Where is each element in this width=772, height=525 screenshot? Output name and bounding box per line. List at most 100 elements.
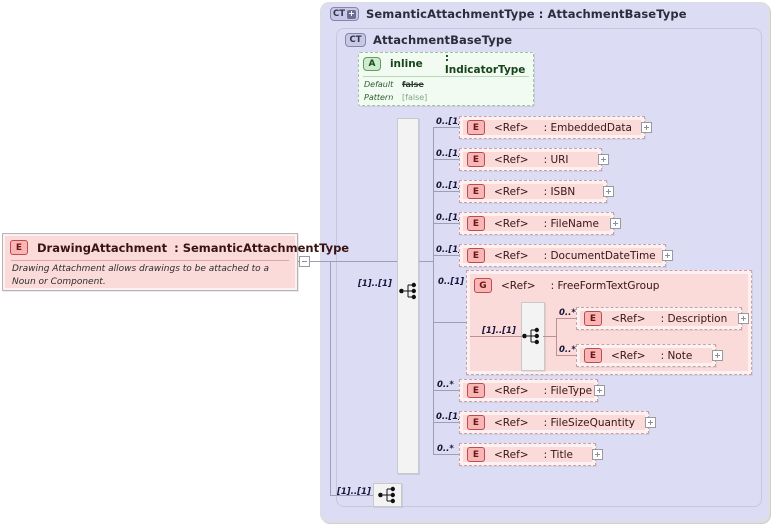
row-line-filename [433, 223, 459, 224]
element-ref-label: <Ref> [494, 416, 529, 429]
element-ref-label: <Ref> [494, 121, 529, 134]
expander-filename[interactable] [610, 218, 621, 229]
group-row-inner: G <Ref> : FreeFormTextGroup [1]..[1] 0..… [470, 274, 749, 371]
element-icon: E [584, 311, 602, 326]
element-row-filesizequantity-inner: E <Ref> : FileSizeQuantity [463, 415, 645, 430]
expander-filesizequantity[interactable] [645, 417, 656, 428]
sequence-out-line [419, 261, 434, 262]
element-row-note[interactable]: E <Ref> : Note [576, 344, 716, 367]
root-element-separator [11, 260, 289, 261]
main-sequence-cardinality: [1]..[1] [358, 279, 392, 289]
complex-type-outer-title: SemanticAttachmentType : AttachmentBaseT… [366, 7, 687, 21]
element-row-description-inner: E <Ref> : Description [580, 311, 738, 326]
element-icon: E [467, 415, 485, 430]
cardinality-documentdatetime: 0..[1] [436, 245, 463, 255]
element-type-label: : Title [543, 448, 573, 461]
element-type-label: : Description [660, 312, 728, 325]
group-sequence-entry-line [470, 336, 522, 337]
row-line-isbn [433, 191, 459, 192]
attribute-type: : IndicatorType [444, 52, 526, 76]
expander-isbn[interactable] [603, 186, 614, 197]
element-ref-label: <Ref> [494, 448, 529, 461]
element-row-filename[interactable]: E <Ref> : FileName [459, 212, 614, 235]
root-collapse-toggle[interactable] [299, 256, 310, 267]
element-row-filetype-inner: E <Ref> : FileType [463, 383, 594, 398]
element-type-label: : FileType [543, 384, 593, 397]
bottom-sequence-cardinality: [1]..[1] [337, 487, 371, 497]
element-row-embeddeddata-inner: E <Ref> : EmbeddedData [463, 120, 641, 135]
root-element-name: DrawingAttachment [37, 240, 168, 255]
element-row-description[interactable]: E <Ref> : Description [576, 307, 742, 330]
complex-type-expand-icon[interactable]: CT+ [330, 7, 359, 21]
element-ref-label: <Ref> [494, 153, 529, 166]
row-line-filetype [433, 390, 459, 391]
element-row-documentdatetime[interactable]: E <Ref> : DocumentDateTime [459, 244, 666, 267]
complex-type-inner-header: CT AttachmentBaseType [345, 31, 512, 49]
element-row-title-inner: E <Ref> : Title [463, 447, 592, 462]
expander-note[interactable] [712, 350, 723, 361]
expander-uri[interactable] [598, 154, 609, 165]
element-icon: E [584, 348, 602, 363]
element-type-label: : FileName [543, 217, 600, 230]
expander-documentdatetime[interactable] [662, 250, 673, 261]
element-row-isbn-inner: E <Ref> : ISBN [463, 184, 603, 199]
element-type-label: : DocumentDateTime [543, 249, 656, 262]
cardinality-embeddeddata: 0..[1] [436, 117, 463, 127]
sequence-compositor-icon [522, 327, 539, 345]
element-ref-label: <Ref> [494, 249, 529, 262]
complex-type-badge-label: CT [332, 8, 346, 19]
bottom-branch-vertical [330, 261, 331, 495]
element-ref-label: <Ref> [611, 312, 646, 325]
expander-title[interactable] [592, 449, 603, 460]
row-line-uri [433, 159, 459, 160]
group-sequence-cardinality: [1]..[1] [482, 326, 516, 336]
group-row-freeformtextgroup[interactable]: G <Ref> : FreeFormTextGroup [1]..[1] 0..… [466, 270, 752, 375]
facet-row-pattern: Pattern [false] [364, 92, 530, 105]
row-line-freeformtextgroup [433, 322, 466, 323]
element-icon: E [467, 184, 485, 199]
element-ref-label: <Ref> [494, 217, 529, 230]
group-header: G <Ref> : FreeFormTextGroup [474, 278, 659, 293]
expander-filetype[interactable] [594, 385, 605, 396]
element-icon: E [467, 216, 485, 231]
element-icon: E [467, 248, 485, 263]
element-row-filesizequantity[interactable]: E <Ref> : FileSizeQuantity [459, 411, 649, 434]
facet-key-pattern: Pattern [364, 92, 394, 102]
element-row-filename-inner: E <Ref> : FileName [463, 216, 610, 231]
expander-description[interactable] [738, 313, 749, 324]
element-row-embeddeddata[interactable]: E <Ref> : EmbeddedData [459, 116, 645, 139]
complex-type-inner-icon[interactable]: CT [345, 33, 366, 47]
cardinality-isbn: 0..[1] [436, 181, 463, 191]
expander-embeddeddata[interactable] [641, 122, 652, 133]
cardinality-filesizequantity: 0..[1] [436, 412, 463, 422]
element-row-title[interactable]: E <Ref> : Title [459, 443, 596, 466]
attribute-header: A inline : IndicatorType [359, 52, 533, 76]
bottom-branch-line [330, 495, 373, 496]
cardinality-description: 0..* [559, 308, 576, 318]
element-ref-label: <Ref> [494, 185, 529, 198]
group-type-label: : FreeFormTextGroup [550, 279, 660, 292]
element-row-filetype[interactable]: E <Ref> : FileType [459, 379, 598, 402]
element-type-label: : URI [543, 153, 569, 166]
root-element-documentation: Drawing Attachment allows drawings to be… [12, 264, 270, 287]
facet-key-default: Default [364, 80, 394, 89]
element-ref-label: <Ref> [611, 349, 646, 362]
element-type-label: : ISBN [543, 185, 576, 198]
sequence-entry-line [337, 261, 397, 262]
element-icon: E [10, 240, 28, 255]
element-row-uri[interactable]: E <Ref> : URI [459, 148, 602, 171]
attribute-inline-box[interactable]: A inline : IndicatorType Default false P… [358, 52, 534, 106]
cardinality-title: 0..* [437, 444, 454, 454]
element-icon: E [467, 383, 485, 398]
element-row-documentdatetime-inner: E <Ref> : DocumentDateTime [463, 248, 662, 263]
element-icon: E [467, 447, 485, 462]
facet-row-default: Default false [364, 79, 530, 92]
attribute-icon: A [363, 57, 381, 71]
sequence-compositor-icon [399, 282, 416, 300]
cardinality-filename: 0..[1] [436, 213, 463, 223]
root-element-box[interactable]: E DrawingAttachment : SemanticAttachment… [2, 233, 349, 291]
group-child-line-description [556, 318, 576, 319]
group-ref-label: <Ref> [501, 279, 536, 292]
element-row-isbn[interactable]: E <Ref> : ISBN [459, 180, 607, 203]
element-type-label: : Note [660, 349, 693, 362]
